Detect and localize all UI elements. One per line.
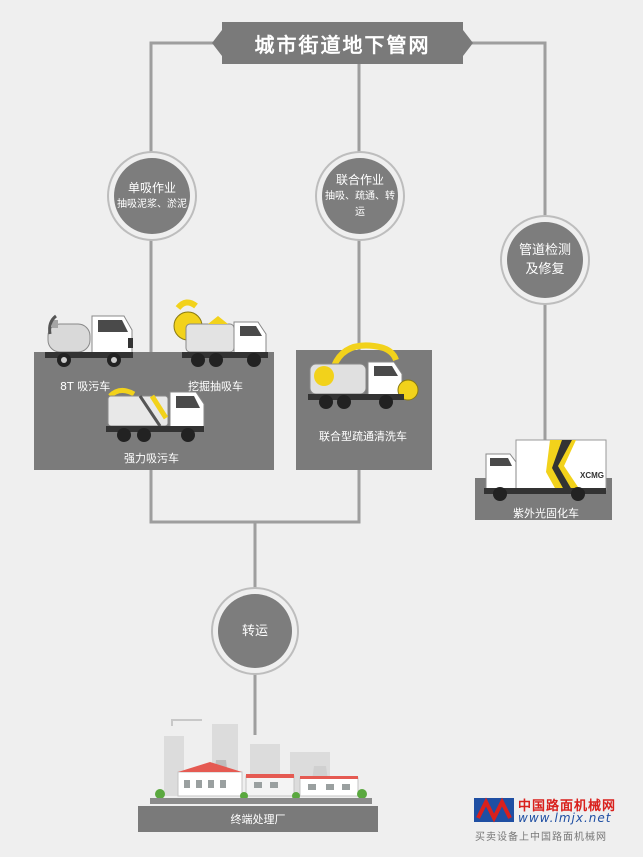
- truck-brand-mark: XCMG: [580, 471, 604, 480]
- label-excavation-truck: 挖掘抽吸车: [188, 380, 243, 393]
- branch-single-suction: 单吸作业 抽吸泥浆、淤泥: [114, 158, 190, 234]
- branch-pipe-inspection: 管道检测 及修复: [507, 222, 583, 298]
- step-transfer: 转运: [218, 594, 292, 668]
- branch-combined-desc: 抽吸、疏通、转运: [325, 191, 395, 218]
- branch-inspection-title: 管道检测: [518, 243, 571, 258]
- watermark-logo-icon: [474, 797, 514, 823]
- watermark-slogan: 买卖设备上中国路面机械网: [475, 832, 607, 843]
- branch-inspection-desc: 及修复: [525, 262, 565, 277]
- terminal-plant-bar: 终端处理厂: [138, 806, 378, 832]
- label-strong-suction-truck: 强力吸污车: [124, 452, 179, 465]
- truck-uv-curing-image: XCMG: [484, 439, 607, 501]
- label-combined-truck: 联合型疏通清洗车: [319, 430, 407, 443]
- label-uv-curing-truck: 紫外光固化车: [513, 507, 579, 520]
- branch-combined: 联合作业 抽吸、疏通、转运: [322, 158, 398, 234]
- treatment-plant-image: [150, 719, 372, 804]
- truck-excavation-image: [173, 299, 268, 367]
- step-transfer-label: 转运: [241, 623, 268, 639]
- truck-combined-image: [308, 342, 419, 409]
- branch-single-suction-desc: 抽吸泥浆、淤泥: [117, 199, 187, 210]
- watermark-url: www.lmjx.net: [518, 811, 612, 825]
- branch-combined-title: 联合作业: [335, 173, 384, 187]
- truck-8t-image: [45, 314, 133, 367]
- watermark-cn-name: 中国路面机械网: [518, 799, 617, 814]
- diagram-title: 城市街道地下管网: [212, 22, 473, 64]
- truck-strong-suction-image: [106, 388, 205, 442]
- branch-single-suction-title: 单吸作业: [127, 181, 176, 195]
- label-truck-8t: 8T 吸污车: [60, 380, 111, 393]
